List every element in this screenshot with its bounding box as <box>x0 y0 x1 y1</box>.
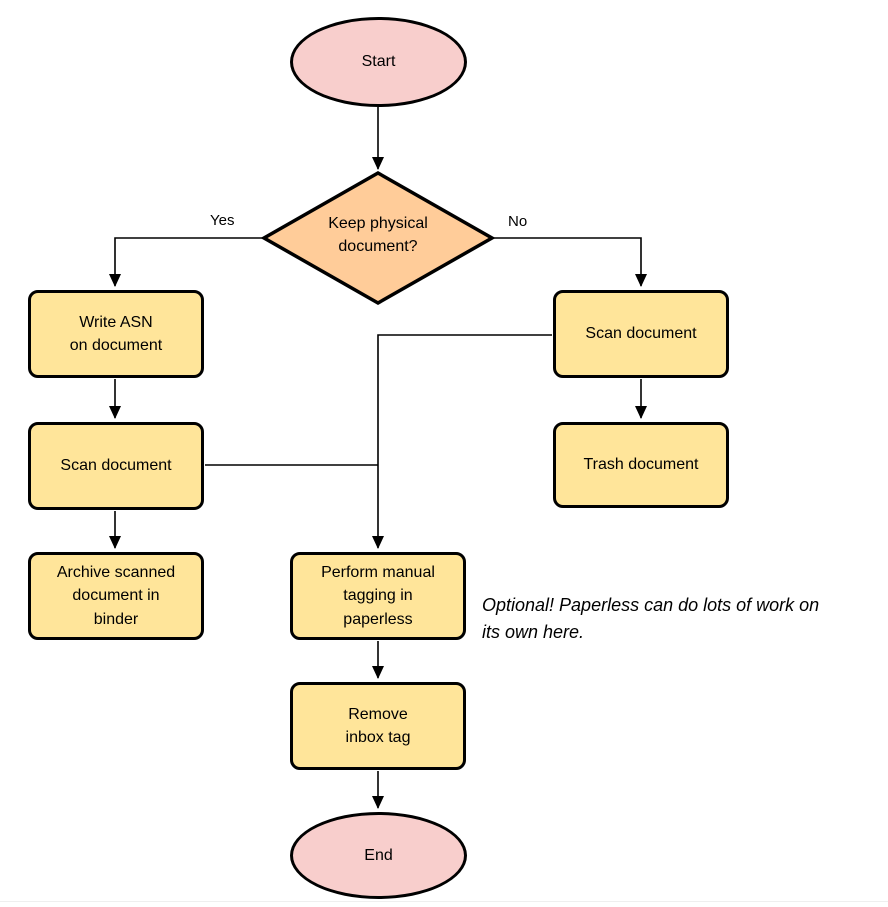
edge-label-no: No <box>508 213 528 230</box>
node-end: End <box>290 812 467 899</box>
edge-label-yes: Yes <box>210 212 235 229</box>
edge-decision-scan-right <box>493 237 647 287</box>
node-scan-document-left: Scan document <box>28 422 204 510</box>
node-remove-inbox-tag: Remove inbox tag <box>290 682 466 770</box>
node-start: Start <box>290 17 467 107</box>
node-remove-inbox-tag-label: Remove inbox tag <box>345 705 411 746</box>
node-archive-document: Archive scanned document in binder <box>28 552 204 640</box>
optional-note: Optional! Paperless can do lots of work … <box>482 595 820 642</box>
node-trash-document: Trash document <box>553 422 729 508</box>
node-write-asn: Write ASN on document <box>28 290 204 378</box>
page-bottom-divider <box>0 901 888 902</box>
edge-scan-right-tagging <box>372 334 552 549</box>
node-scan-document-right-label: Scan document <box>585 325 697 343</box>
node-decision-label: Keep physical document? <box>328 215 428 256</box>
node-write-asn-label: Write ASN on document <box>69 313 163 354</box>
node-end-label: End <box>364 846 393 864</box>
node-decision-shape <box>260 170 496 306</box>
node-trash-document-label: Trash document <box>583 456 699 474</box>
node-start-label: Start <box>361 53 396 71</box>
node-scan-document-left-label: Scan document <box>60 457 172 475</box>
node-scan-document-right: Scan document <box>553 290 729 378</box>
edge-decision-write-asn <box>109 237 263 287</box>
node-manual-tagging: Perform manual tagging in paperless <box>290 552 466 640</box>
node-manual-tagging-label: Perform manual tagging in paperless <box>321 564 435 628</box>
node-archive-document-label: Archive scanned document in binder <box>56 564 176 628</box>
